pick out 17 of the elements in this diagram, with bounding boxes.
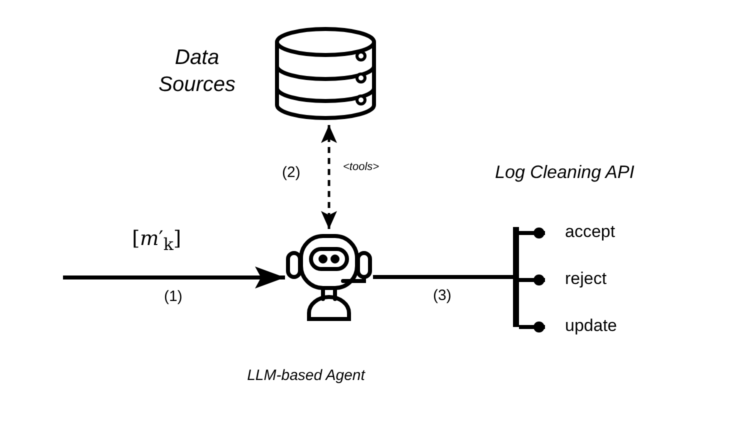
connector-line: [519, 322, 545, 332]
option-label: update: [565, 316, 617, 336]
edge-label: (1): [162, 288, 184, 304]
annotation-label: (2): [282, 164, 300, 181]
edge-label: (3): [431, 287, 454, 304]
node-label: Data Sources: [157, 45, 237, 98]
node-label: Log Cleaning API: [495, 161, 636, 184]
connector-line: [373, 275, 513, 279]
arrow: [321, 125, 337, 229]
connector-line: [519, 228, 545, 238]
edge-label: <tools>: [341, 161, 382, 173]
node-label: LLM-based Agent: [246, 366, 366, 386]
option-label: accept: [565, 222, 616, 242]
connector-line: [519, 274, 545, 286]
annotation-label: [m′$_{k}$]: [132, 226, 182, 254]
arrow: [63, 266, 285, 288]
option-label: reject: [565, 269, 607, 289]
